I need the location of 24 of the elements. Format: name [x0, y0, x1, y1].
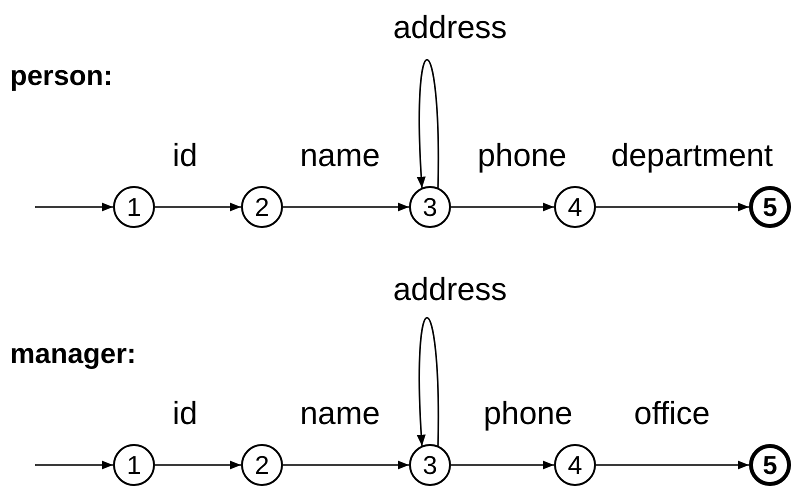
- arrow: [283, 460, 409, 470]
- state-circle: 4: [554, 186, 596, 228]
- automaton-name: manager:: [10, 340, 136, 368]
- arrow: [596, 202, 749, 212]
- arrow: [596, 460, 749, 470]
- final-state-circle: 5: [749, 186, 791, 228]
- arrow: [155, 460, 241, 470]
- loop-arrow: [416, 318, 440, 446]
- arrow: [35, 202, 113, 212]
- state-circle: 2: [241, 444, 283, 486]
- arrow: [283, 202, 409, 212]
- arrow: [451, 460, 554, 470]
- automaton-name: person:: [10, 62, 113, 90]
- arrow: [451, 202, 554, 212]
- state-circle: 3: [409, 444, 451, 486]
- arrow: [35, 460, 113, 470]
- loop-arrow: [416, 60, 440, 188]
- state-circle: 1: [113, 444, 155, 486]
- state-circle: 2: [241, 186, 283, 228]
- state-circle: 4: [554, 444, 596, 486]
- final-state-circle: 5: [749, 444, 791, 486]
- state-circle: 3: [409, 186, 451, 228]
- state-circle: 1: [113, 186, 155, 228]
- arrow: [155, 202, 241, 212]
